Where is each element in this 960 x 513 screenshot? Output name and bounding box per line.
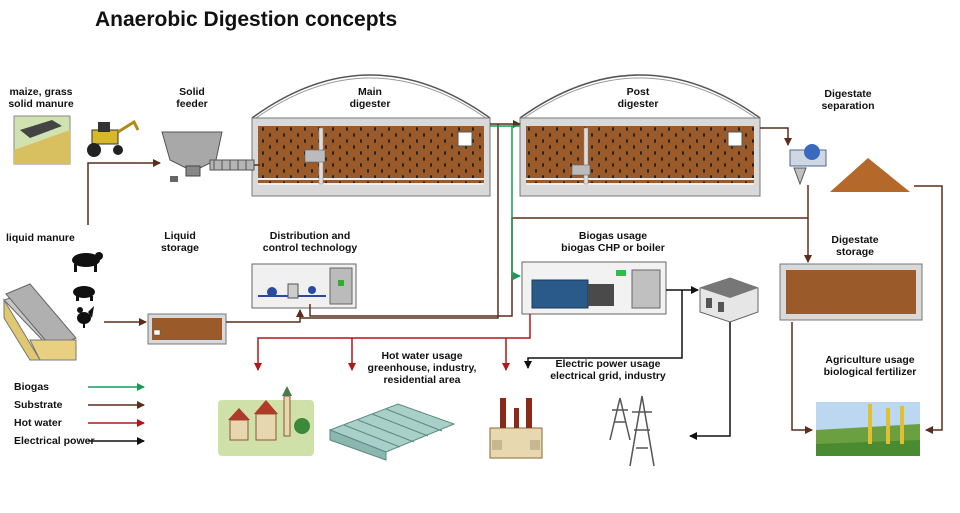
label-agriculture-usage: Agriculture usage biological fertilizer [810, 354, 930, 378]
electrical-flows [524, 286, 731, 440]
substrate-flows [87, 120, 943, 434]
greenhouse-icon [328, 403, 456, 461]
label-line: Digestate [831, 234, 879, 246]
label-line: Solid [179, 86, 205, 98]
solid-feeder [161, 131, 255, 182]
rooster-icon [77, 306, 94, 328]
field-icon [816, 402, 920, 456]
label-line: digester [617, 98, 659, 110]
maize-silage-icon [13, 115, 71, 165]
label-solid-feeder: Solid feeder [162, 86, 222, 110]
label-line: digester [349, 98, 391, 110]
label-digestate-storage: Digestate storage [820, 234, 890, 258]
post-digester [519, 74, 761, 197]
label-line: storage [161, 242, 199, 254]
label-line: residential area [383, 374, 461, 386]
label-digestate-separation: Digestate separation [810, 88, 886, 112]
page-title: Anaerobic Digestion concepts [95, 8, 398, 31]
label-line: liquid manure [6, 232, 75, 244]
main-digester [251, 74, 491, 197]
label-line: separation [821, 100, 875, 112]
label-line: Agriculture usage [825, 354, 915, 366]
legend-arrows [88, 383, 145, 445]
label-line: Electric power usage [555, 358, 661, 370]
tractor-icon [87, 119, 140, 157]
chp-unit-icon [521, 261, 667, 315]
label-main-digester: Main digester [340, 86, 400, 110]
legend-electrical-power: Electrical power [14, 435, 95, 447]
transformer-icon [699, 277, 759, 323]
label-line: Post [626, 86, 650, 98]
power-pylon-icon [609, 395, 655, 467]
digestate-storage-tank [779, 263, 923, 321]
label-line: maize, grass [9, 86, 73, 98]
label-liquid-manure: liquid manure [6, 232, 75, 244]
control-unit [251, 263, 357, 309]
label-post-digester: Post digester [608, 86, 668, 110]
label-line: Distribution and [269, 230, 351, 242]
label-line: Main [358, 86, 382, 98]
legend-biogas: Biogas [14, 381, 50, 393]
label-line: Digestate [824, 88, 872, 100]
biogas-flows [490, 125, 521, 280]
label-line: Liquid [164, 230, 196, 242]
label-line: control technology [262, 242, 358, 254]
label-maize: maize, grass solid manure [0, 86, 82, 110]
label-liquid-storage: Liquid storage [150, 230, 210, 254]
label-line: solid manure [8, 98, 74, 110]
label-hot-water-usage: Hot water usage greenhouse, industry, re… [360, 350, 484, 386]
label-line: biogas CHP or boiler [561, 242, 665, 254]
label-line: electrical grid, industry [550, 370, 666, 382]
pig-icon [73, 286, 95, 301]
label-line: greenhouse, industry, [367, 362, 477, 374]
village-icon [218, 386, 314, 456]
legend-hot-water: Hot water [14, 417, 62, 429]
label-line: storage [836, 246, 874, 258]
label-distribution: Distribution and control technology [250, 230, 370, 254]
label-line: Hot water usage [381, 350, 463, 362]
liquid-storage-tank [147, 313, 227, 345]
cow-icon [72, 252, 103, 272]
barn-icon [3, 283, 78, 361]
factory-icon [489, 398, 543, 459]
label-line: feeder [176, 98, 208, 110]
separator-icon [789, 144, 910, 192]
legend-substrate: Substrate [14, 399, 63, 411]
label-electric-power-usage: Electric power usage electrical grid, in… [540, 358, 676, 382]
label-line: Biogas usage [578, 230, 648, 242]
label-line: biological fertilizer [823, 366, 917, 378]
label-biogas-usage: Biogas usage biogas CHP or boiler [548, 230, 678, 254]
hot-water-flows [254, 314, 531, 371]
